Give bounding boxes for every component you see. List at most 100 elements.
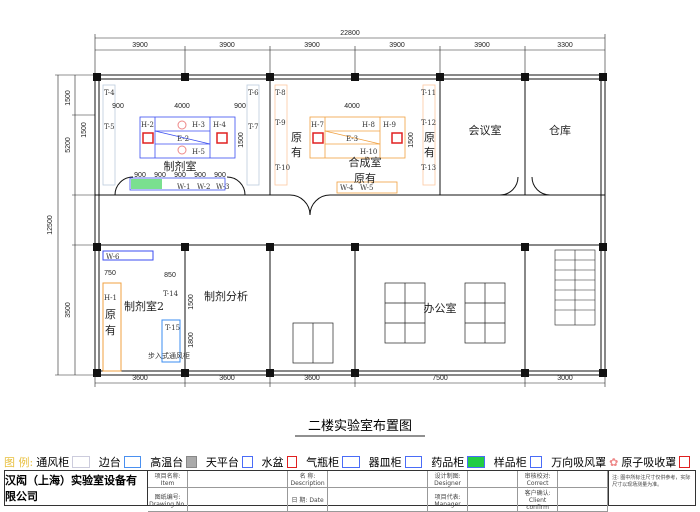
dim-inner: 1500 [238, 132, 245, 148]
zhiji-room-equipment [129, 116, 236, 191]
room-label: 合成室 [349, 155, 382, 169]
sink-icon [312, 132, 324, 144]
equipment-label: W-1 [177, 183, 191, 191]
room-label: 有 [291, 145, 302, 159]
equipment-label: T-12 [421, 119, 436, 127]
legend-item: 气瓶柜 [306, 456, 340, 469]
legend-item: 万向吸风罩 [551, 456, 607, 469]
dim-left: 1500 [65, 90, 72, 106]
equipment-label: T-14 [163, 290, 179, 298]
tb-cell [328, 488, 429, 512]
legend-item: 原子吸收罩 [621, 456, 677, 469]
drawing-title: 二楼实验室布置图 [308, 418, 412, 434]
dim-bottom: 7500 [432, 375, 448, 382]
medicine-cabinet [131, 179, 162, 189]
exhaust-hood-icon [177, 145, 187, 155]
equipment-label: H-8 [362, 121, 375, 129]
legend-heading: 图 例: [4, 456, 34, 469]
legend: 图 例: 通风柜 边台 高温台 天平台 水盆 气瓶柜 器皿柜 药品柜 样品柜 万… [4, 455, 696, 469]
legend-item: 边台 [98, 456, 121, 469]
top-dimensions [94, 34, 606, 75]
sink-icon [216, 132, 228, 144]
dim-top: 3900 [304, 42, 320, 49]
walk-in-fume-hood [161, 319, 181, 363]
room-label: 制剂室2 [124, 299, 164, 313]
equipment-label: H-9 [383, 121, 396, 129]
room-label: 会议室 [469, 123, 502, 137]
dim-inner: 900 [234, 103, 246, 110]
dim-left: 5200 [65, 137, 72, 153]
room-label: 制剂分析 [204, 289, 248, 303]
fume-hood-swatch [72, 456, 90, 468]
room-label: 原 [105, 308, 116, 321]
equipment-label: W-3 [216, 183, 230, 191]
office-desks [292, 282, 506, 364]
dim-inner: 1800 [188, 332, 195, 348]
tb-cell: 项目名称: Item [148, 471, 189, 488]
equipment-label: T-5 [104, 123, 115, 131]
legend-item: 高温台 [150, 456, 184, 469]
equipment-label: H-7 [311, 121, 324, 129]
high-temp-swatch [186, 456, 197, 468]
dim-bottom: 3600 [219, 375, 235, 382]
legend-item: 通风柜 [36, 456, 70, 469]
walls [94, 74, 606, 376]
equipment-label: H-10 [360, 148, 377, 156]
equipment-label: H-3 [192, 121, 205, 129]
equipment-label: T-6 [248, 89, 259, 97]
tb-cell: 日 期: Date [288, 488, 329, 512]
dim-inner: 900 [134, 172, 146, 179]
room-label: 有 [424, 145, 435, 159]
aa-hood-swatch [679, 456, 690, 468]
columns [93, 73, 607, 377]
equipment-label: W-6 [106, 253, 120, 261]
tb-cell [468, 471, 519, 488]
dim-inner: 750 [104, 270, 116, 277]
floor-plan: 22800 3900 3900 3900 3900 3900 3300 1250… [47, 30, 607, 437]
wall-benches [102, 84, 436, 186]
vessel-cabinet-swatch [404, 456, 423, 468]
equipment-label: T-7 [248, 123, 259, 131]
walk-in-hood-label: 步入式通风柜 [148, 351, 190, 360]
tb-cell: 设计制图: Designer [428, 471, 469, 488]
hecheng-room-equipment [309, 116, 406, 194]
legend-item: 样品柜 [493, 456, 527, 469]
sink-swatch [286, 456, 298, 468]
dim-left: 3500 [65, 302, 72, 318]
title-block: 汉闳（上海）实验室设备有限公司 项目名称: Item 名 称: Descript… [4, 470, 696, 512]
tb-cell [468, 488, 519, 512]
sink-icon [391, 132, 403, 144]
dim-inner: 4000 [174, 103, 190, 110]
dim-top: 3900 [474, 42, 490, 49]
equipment-label: T-4 [104, 89, 115, 97]
equipment-label: T-9 [275, 119, 286, 127]
dim-inner: 900 [174, 172, 186, 179]
room-label: 有 [105, 323, 116, 337]
equipment-label: T-15 [165, 324, 180, 332]
equipment-label: H-5 [192, 148, 205, 156]
balance-table-swatch [241, 456, 253, 468]
dim-bottom: 3600 [304, 375, 320, 382]
equipment-label: W-2 [197, 183, 211, 191]
dim-inner: 1500 [188, 294, 195, 310]
dim-top: 3300 [557, 42, 573, 49]
equipment-label: E-2 [177, 135, 189, 143]
equipment-label: E-3 [346, 135, 358, 143]
sample-cabinet-swatch [529, 456, 543, 468]
tb-cell [558, 488, 609, 512]
dim-inner: 900 [154, 172, 166, 179]
legend-item: 器皿柜 [368, 456, 402, 469]
equipment-label: H-1 [104, 294, 117, 302]
tb-cell: 项目代表: Manager [428, 488, 469, 512]
dim-top: 3900 [219, 42, 235, 49]
dim-inner: 850 [164, 272, 176, 279]
dim-bottom: 3600 [132, 375, 148, 382]
equipment-label: H-2 [141, 121, 154, 129]
exhaust-hood-icon [177, 120, 187, 130]
legend-item: 天平台 [205, 456, 239, 469]
legend-item: 药品柜 [431, 456, 465, 469]
equipment-label: T-10 [275, 164, 290, 172]
equipment-label: T-11 [421, 89, 436, 97]
bottom-dimensions [94, 375, 606, 387]
dim-inner: 900 [214, 172, 226, 179]
